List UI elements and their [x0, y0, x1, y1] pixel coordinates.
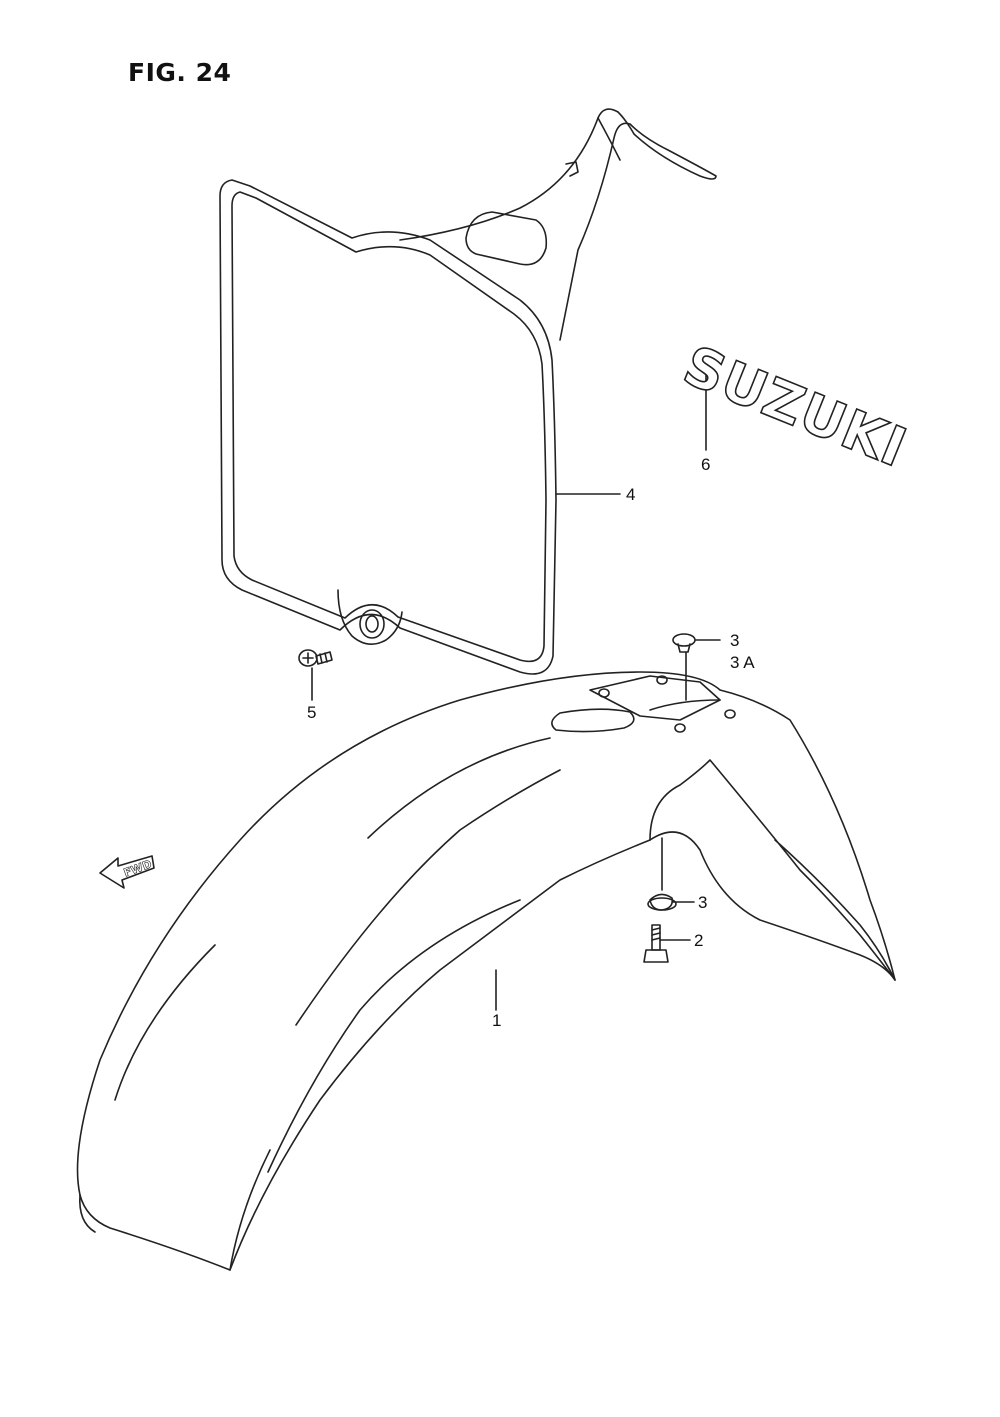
fwd-label: FWD [122, 858, 153, 880]
callout-3a: 3 A [730, 653, 755, 672]
figure-title: FIG. 24 [128, 58, 232, 87]
callout-1: 1 [492, 1011, 502, 1030]
suzuki-emblem: SUZUKI [674, 333, 916, 481]
washer-upper [672, 633, 696, 653]
callout-6: 6 [701, 455, 711, 474]
callout-2: 2 [694, 931, 704, 950]
emblem-text: SUZUKI [675, 334, 915, 480]
callout-4: 4 [626, 485, 636, 504]
screw [298, 649, 333, 667]
fwd-arrow-icon [99, 855, 155, 889]
washer-lower [647, 893, 677, 911]
bolt [643, 924, 669, 963]
leader-lines [311, 373, 721, 1011]
number-plate [219, 108, 717, 675]
callout-3-lower: 3 [698, 893, 708, 912]
callout-3-upper: 3 [730, 631, 740, 650]
front-fender [76, 671, 896, 1271]
callout-5: 5 [307, 703, 317, 722]
